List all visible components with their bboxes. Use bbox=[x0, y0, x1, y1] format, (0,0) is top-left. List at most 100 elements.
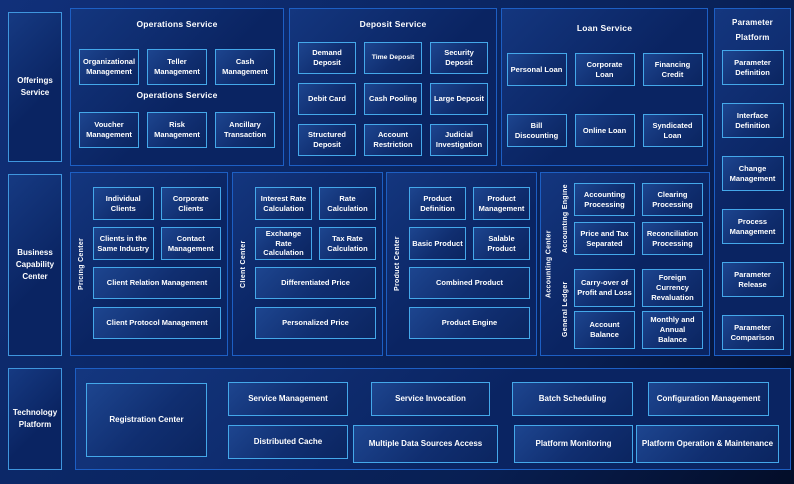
accounting-center-panel: Accounting Center Accounting Engine Acco… bbox=[540, 172, 710, 356]
box-individual-clients: Individual Clients bbox=[93, 187, 154, 220]
box-platform-monitoring: Platform Monitoring bbox=[514, 425, 633, 463]
parameter-platform-panel: Parameter Platform Parameter Definition … bbox=[714, 8, 791, 356]
loan-row-2: Bill Discounting Online Loan Syndicated … bbox=[502, 114, 707, 147]
sidebar-business-capability-center: Business Capability Center bbox=[8, 174, 62, 356]
box-configuration-management: Configuration Management bbox=[648, 382, 769, 416]
box-reconciliation-processing: Reconciliation Processing bbox=[642, 222, 703, 255]
box-registration-center: Registration Center bbox=[86, 383, 207, 457]
product-center-label: Product Center bbox=[394, 236, 401, 292]
box-client-relation-management: Client Relation Management bbox=[93, 267, 221, 299]
client-center-panel: Client Center Interest Rate Calculation … bbox=[232, 172, 383, 356]
box-personalized-price: Personalized Price bbox=[255, 307, 376, 339]
parameter-box-process-management: Process Management bbox=[721, 209, 784, 245]
deposit-box-structured-deposit: Structured Deposit bbox=[298, 124, 356, 156]
box-account-balance: Account Balance bbox=[574, 311, 635, 349]
general-ledger-group: General Ledger Carry-over of Profit and … bbox=[557, 269, 703, 349]
operations-service-title: Operations Service bbox=[136, 19, 218, 29]
deposit-box-large-deposit: Large Deposit bbox=[430, 83, 488, 115]
accounting-engine-grid: Accounting Processing Clearing Processin… bbox=[574, 183, 703, 255]
box-distributed-cache: Distributed Cache bbox=[228, 425, 348, 459]
pricing-center-row-2: Clients in the Same Industry Contact Man… bbox=[93, 227, 221, 260]
product-center-row-1: Product Definition Product Management bbox=[409, 187, 530, 220]
product-center-row-2: Basic Product Salable Product bbox=[409, 227, 530, 260]
box-basic-product: Basic Product bbox=[409, 227, 466, 260]
general-ledger-grid: Carry-over of Profit and Loss Foreign Cu… bbox=[574, 269, 703, 349]
box-contact-management: Contact Management bbox=[160, 227, 221, 260]
box-salable-product: Salable Product bbox=[473, 227, 530, 260]
box-product-engine: Product Engine bbox=[409, 307, 530, 339]
box-combined-product: Combined Product bbox=[409, 267, 530, 299]
box-accounting-processing: Accounting Processing bbox=[574, 183, 635, 216]
operations-row-1: Organizational Management Teller Managem… bbox=[71, 49, 283, 85]
pricing-center-content: Individual Clients Corporate Clients Cli… bbox=[92, 173, 227, 355]
loan-box-online-loan: Online Loan bbox=[574, 114, 635, 147]
accounting-center-label: Accounting Center bbox=[545, 230, 553, 298]
offerings-service-label: Offerings Service bbox=[17, 76, 53, 97]
accounting-engine-label: Accounting Engine bbox=[562, 184, 569, 254]
product-center-panel: Product Center Product Definition Produc… bbox=[386, 172, 537, 356]
parameter-box-interface-definition: Interface Definition bbox=[721, 103, 784, 139]
deposit-box-time-deposit: Time Deposit bbox=[364, 42, 422, 74]
client-center-row-2: Exchange Rate Calculation Tax Rate Calcu… bbox=[255, 227, 376, 260]
operations-box-organizational-management: Organizational Management bbox=[79, 49, 139, 85]
parameter-box-change-management: Change Management bbox=[721, 156, 784, 192]
loan-row-1: Personal Loan Corporate Loan Financing C… bbox=[502, 53, 707, 86]
business-capability-center-label: Business Capability Center bbox=[15, 248, 55, 281]
operations-box-risk-management: Risk Management bbox=[147, 112, 207, 148]
client-center-label: Client Center bbox=[240, 240, 247, 288]
box-exchange-rate-calculation: Exchange Rate Calculation bbox=[255, 227, 312, 260]
box-product-management: Product Management bbox=[473, 187, 530, 220]
technology-platform-label: Technology Platform bbox=[12, 408, 58, 429]
client-center-content: Interest Rate Calculation Rate Calculati… bbox=[254, 173, 382, 355]
parameter-platform-title: Parameter Platform bbox=[732, 18, 773, 43]
box-client-protocol-management: Client Protocol Management bbox=[93, 307, 221, 339]
deposit-box-cash-pooling: Cash Pooling bbox=[364, 83, 422, 115]
deposit-box-account-restriction: Account Restriction bbox=[364, 124, 422, 156]
product-center-content: Product Definition Product Management Ba… bbox=[408, 173, 536, 355]
loan-box-syndicated-loan: Syndicated Loan bbox=[642, 114, 703, 147]
parameter-box-parameter-release: Parameter Release bbox=[721, 262, 784, 298]
operations-row-2: Voucher Management Risk Management Ancil… bbox=[71, 112, 283, 148]
pricing-center-row-1: Individual Clients Corporate Clients bbox=[93, 187, 221, 220]
box-batch-scheduling: Batch Scheduling bbox=[512, 382, 633, 416]
operations-box-voucher-management: Voucher Management bbox=[79, 112, 139, 148]
box-service-management: Service Management bbox=[228, 382, 348, 416]
deposit-row-1: Demand Deposit Time Deposit Security Dep… bbox=[290, 42, 496, 74]
box-multiple-data-sources-access: Multiple Data Sources Access bbox=[353, 425, 498, 463]
operations-service-panel: Operations Service Organizational Manage… bbox=[70, 8, 284, 166]
deposit-row-3: Structured Deposit Account Restriction J… bbox=[290, 124, 496, 156]
box-price-and-tax-separated: Price and Tax Separated bbox=[574, 222, 635, 255]
operations-service-mid-title: Operations Service bbox=[136, 90, 218, 100]
box-differentiated-price: Differentiated Price bbox=[255, 267, 376, 299]
box-tax-rate-calculation: Tax Rate Calculation bbox=[319, 227, 376, 260]
box-clearing-processing: Clearing Processing bbox=[642, 183, 703, 216]
sidebar-offerings-service: Offerings Service bbox=[8, 12, 62, 162]
technology-platform-panel: Registration Center Service Management S… bbox=[75, 368, 791, 470]
loan-box-personal-loan: Personal Loan bbox=[506, 53, 567, 86]
deposit-row-2: Debit Card Cash Pooling Large Deposit bbox=[290, 83, 496, 115]
box-product-definition: Product Definition bbox=[409, 187, 466, 220]
loan-service-title: Loan Service bbox=[576, 23, 633, 33]
box-foreign-currency-revaluation: Foreign Currency Revaluation bbox=[642, 269, 703, 307]
accounting-center-content: Accounting Engine Accounting Processing … bbox=[557, 173, 709, 355]
pricing-center-label: Pricing Center bbox=[78, 237, 85, 291]
operations-box-teller-management: Teller Management bbox=[147, 49, 207, 85]
parameter-box-parameter-definition: Parameter Definition bbox=[721, 50, 784, 86]
deposit-box-debit-card: Debit Card bbox=[298, 83, 356, 115]
box-corporate-clients: Corporate Clients bbox=[160, 187, 221, 220]
deposit-service-panel: Deposit Service Demand Deposit Time Depo… bbox=[289, 8, 497, 166]
deposit-service-title: Deposit Service bbox=[359, 19, 427, 29]
loan-box-bill-discounting: Bill Discounting bbox=[506, 114, 567, 147]
general-ledger-label: General Ledger bbox=[562, 281, 569, 337]
pricing-center-panel: Pricing Center Individual Clients Corpor… bbox=[70, 172, 228, 356]
loan-service-panel: Loan Service Personal Loan Corporate Loa… bbox=[501, 8, 708, 166]
box-carry-over-profit-loss: Carry-over of Profit and Loss bbox=[574, 269, 635, 307]
deposit-box-judicial-investigation: Judicial Investigation bbox=[430, 124, 488, 156]
box-monthly-annual-balance: Monthly and Annual Balance bbox=[642, 311, 703, 349]
parameter-box-parameter-comparison: Parameter Comparison bbox=[721, 315, 784, 351]
loan-box-financing-credit: Financing Credit bbox=[642, 53, 703, 86]
client-center-row-1: Interest Rate Calculation Rate Calculati… bbox=[255, 187, 376, 220]
parameter-platform-list: Parameter Definition Interface Definitio… bbox=[715, 50, 790, 351]
sidebar-technology-platform: Technology Platform bbox=[8, 368, 62, 470]
